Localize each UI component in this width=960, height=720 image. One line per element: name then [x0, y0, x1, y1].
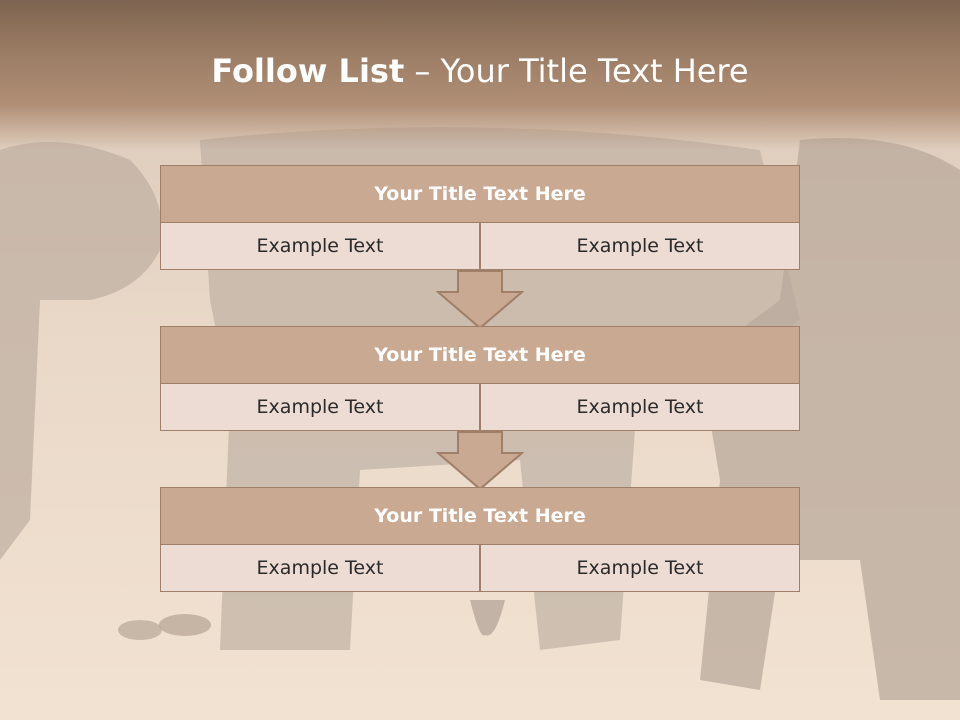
step-cell-right: Example Text — [480, 222, 800, 270]
slide-title: Follow List – Your Title Text Here — [0, 52, 960, 90]
step-cell-left: Example Text — [160, 222, 480, 270]
slide-title-rest: – Your Title Text Here — [404, 52, 749, 90]
step-box-3: Your Title Text Here Example Text Exampl… — [160, 487, 800, 593]
step-cell-right: Example Text — [480, 383, 800, 431]
down-arrow-icon — [436, 431, 524, 491]
down-arrow-icon — [436, 270, 524, 330]
step-box-1: Your Title Text Here Example Text Exampl… — [160, 165, 800, 271]
step-row: Example Text Example Text — [160, 383, 800, 431]
slide-title-bold: Follow List — [211, 52, 405, 90]
header-band — [0, 0, 960, 150]
step-cell-left: Example Text — [160, 544, 480, 592]
step-row: Example Text Example Text — [160, 222, 800, 270]
step-title: Your Title Text Here — [160, 165, 800, 222]
step-cell-right: Example Text — [480, 544, 800, 592]
step-row: Example Text Example Text — [160, 544, 800, 592]
step-title: Your Title Text Here — [160, 326, 800, 383]
step-cell-left: Example Text — [160, 383, 480, 431]
step-box-2: Your Title Text Here Example Text Exampl… — [160, 326, 800, 432]
step-title: Your Title Text Here — [160, 487, 800, 544]
